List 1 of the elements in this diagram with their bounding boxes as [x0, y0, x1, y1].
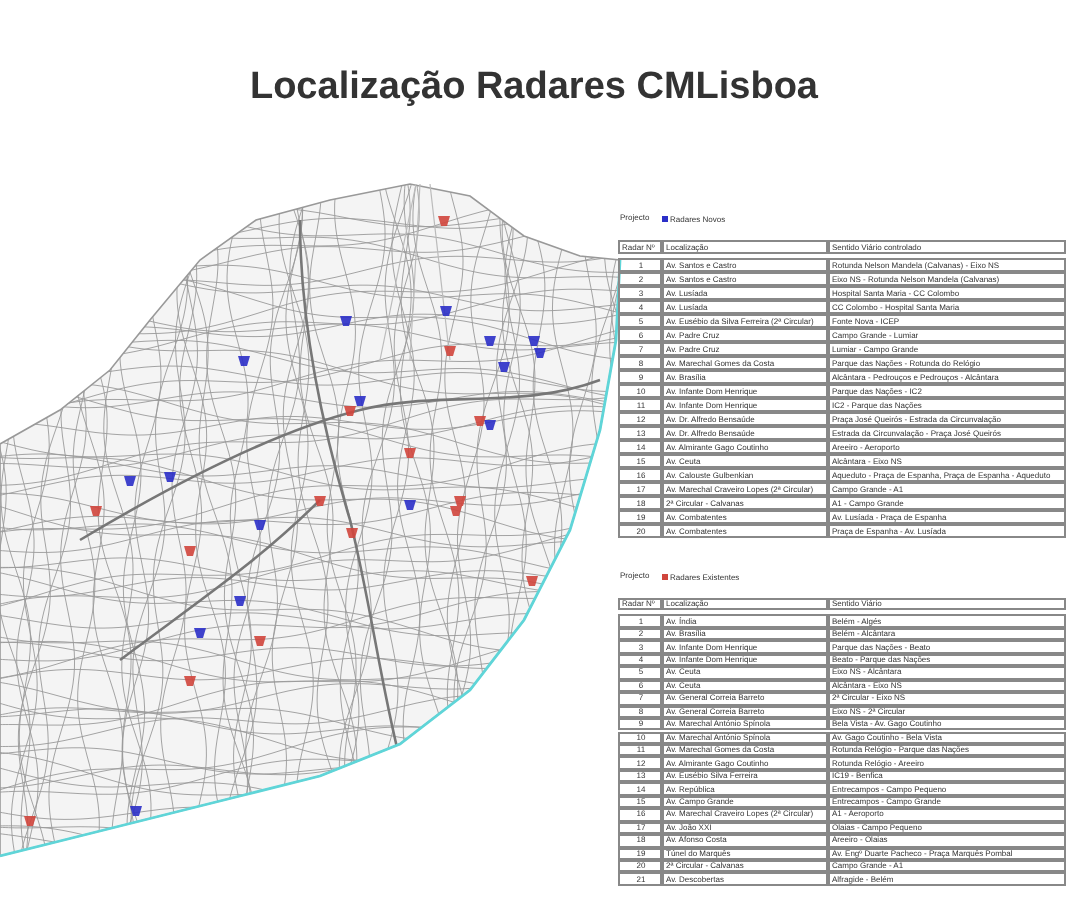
title: Localização Radares CMLisboa: [249, 66, 819, 110]
